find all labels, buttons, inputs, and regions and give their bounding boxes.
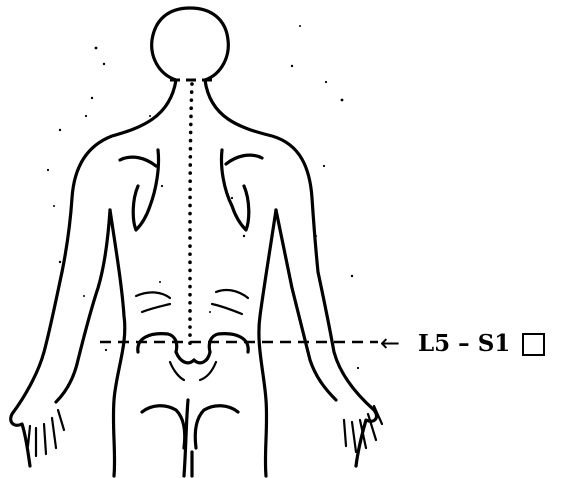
sacrum-lines (170, 362, 216, 380)
right-inner-arm (276, 210, 336, 400)
right-buttock (195, 406, 238, 448)
left-hand (28, 410, 64, 456)
head-outline (152, 8, 229, 80)
right-hand (344, 406, 382, 452)
level-arrow: ← (380, 329, 400, 357)
level-label: L5 – S1 (418, 330, 510, 357)
left-inner-arm (56, 210, 110, 402)
gluteal-cleft (184, 400, 192, 476)
left-scapula (120, 150, 159, 230)
left-buttock (142, 406, 185, 448)
level-checkbox[interactable] (523, 334, 544, 355)
right-scapula (221, 150, 262, 230)
left-lowerback (136, 292, 170, 312)
spine-dotted-line (190, 84, 192, 348)
right-lowerback (212, 290, 248, 314)
sacrum (176, 352, 210, 363)
